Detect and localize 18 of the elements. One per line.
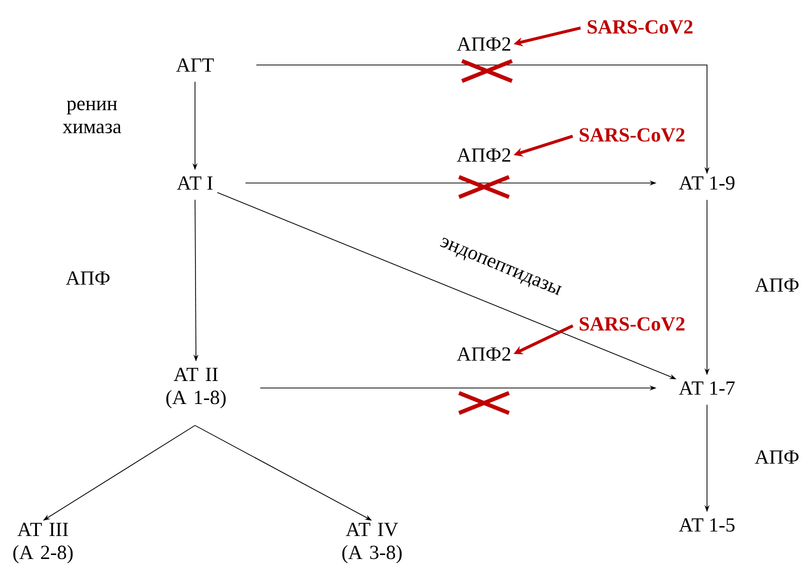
peptide-label: АГТ xyxy=(176,58,214,72)
edge-label: АПФ xyxy=(754,278,799,292)
enzyme-label: АПФ2 xyxy=(456,148,510,162)
enzyme-label: АПФ2 xyxy=(456,37,510,51)
peptide-label: АТ III (А 2-8) xyxy=(13,522,73,564)
peptide-label: АТ I xyxy=(176,176,213,190)
virus-label: SARS-CoV2 xyxy=(580,317,684,331)
enzyme-label: АПФ2 xyxy=(456,347,510,361)
virus-label: SARS-CoV2 xyxy=(588,20,692,34)
peptide-label: АТ 1-9 xyxy=(678,176,734,190)
edge-label: ренин химаза xyxy=(62,100,122,134)
peptide-label: АТ 1-5 xyxy=(678,518,734,532)
peptide-label: АТ 1-7 xyxy=(678,381,735,395)
peptide-label: АТ II (А 1-8) xyxy=(166,368,226,408)
edge-label: АПФ xyxy=(754,450,799,464)
virus-label: SARS-CoV2 xyxy=(580,128,684,142)
edge-label: АПФ xyxy=(66,271,110,285)
peptide-label: АТ IV (А 3-8) xyxy=(342,522,402,564)
